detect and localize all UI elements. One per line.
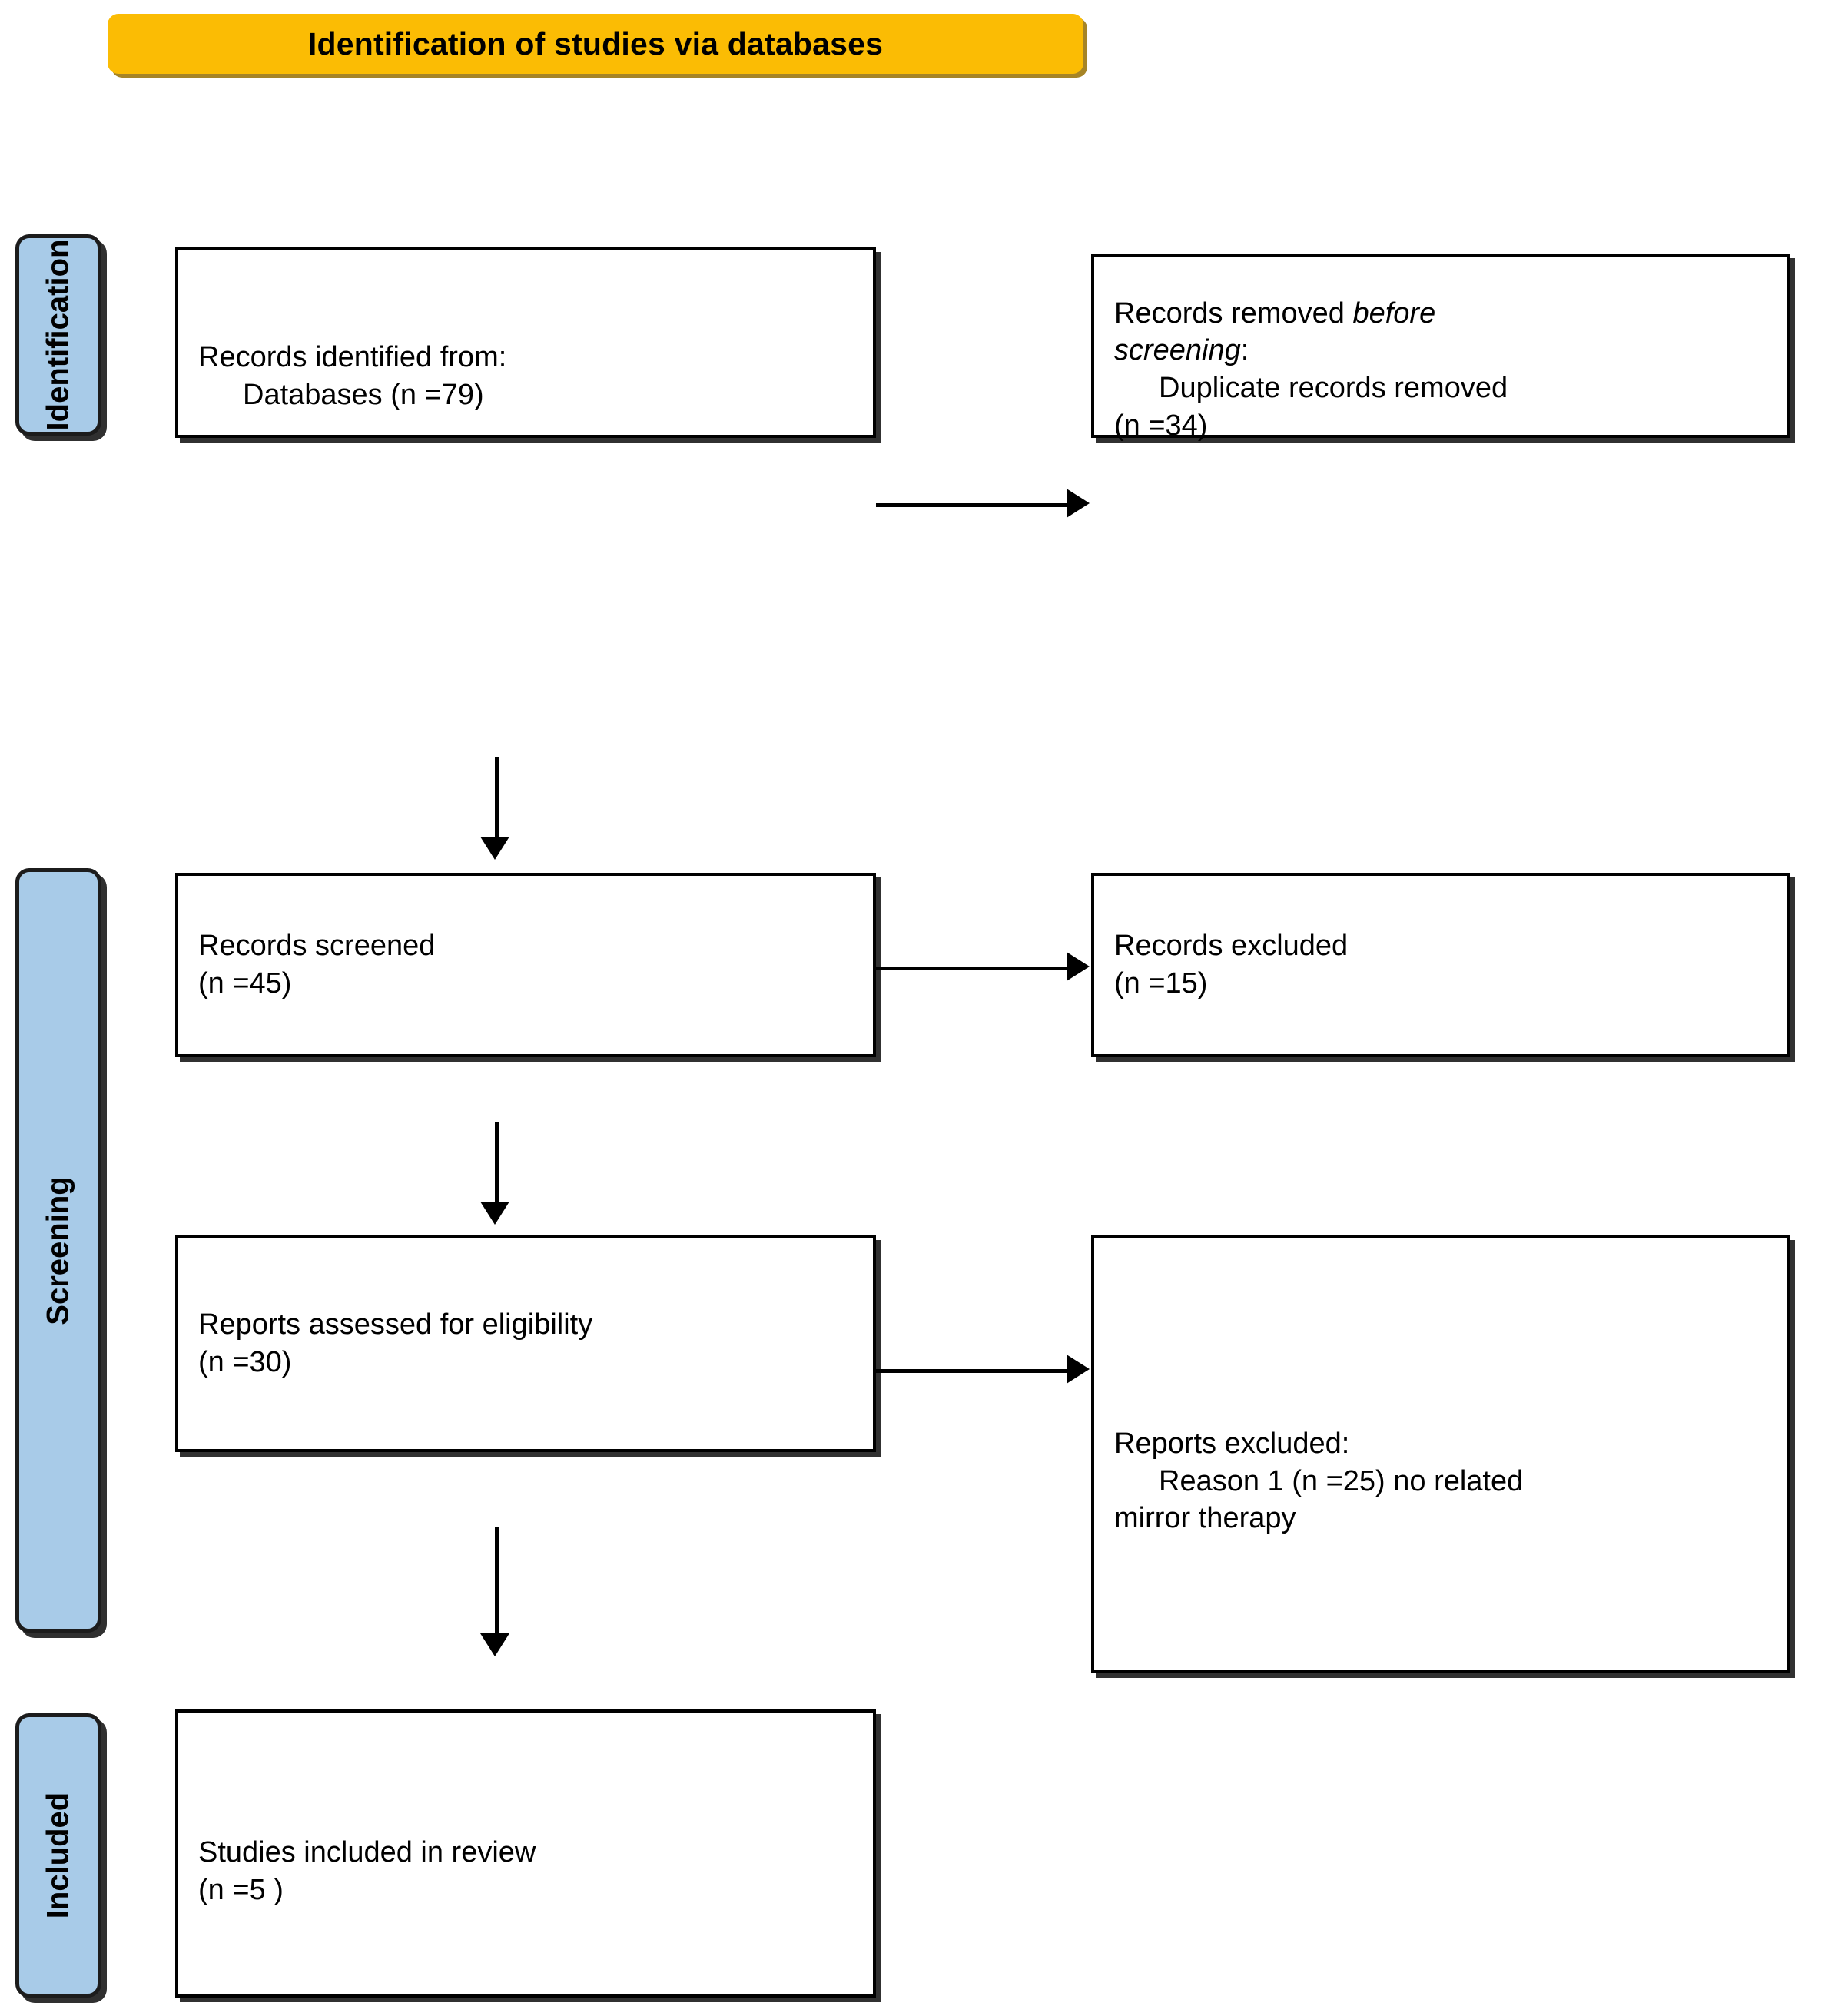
arrow-down-icon — [480, 1633, 509, 1656]
records-screened-line2: (n =45) — [198, 967, 292, 1000]
connector-screened-to-excluded — [876, 967, 1067, 970]
reports-excluded-line2: Reason 1 (n =25) no related — [1159, 1464, 1524, 1497]
records-removed-line2-italic: screening — [1114, 334, 1241, 367]
connector-screened-to-assessed — [495, 1122, 499, 1205]
connector-identified-to-screened — [495, 757, 499, 840]
records-excluded-line1: Records excluded — [1114, 930, 1349, 963]
box-records-removed-text: Records removed before screening: Duplic… — [1094, 295, 1787, 445]
records-excluded-line2: (n =15) — [1114, 967, 1208, 1000]
stage-label-screening: Screening — [15, 868, 101, 1633]
stage-label-included: Included — [15, 1713, 101, 1998]
studies-included-line2: (n =5 ) — [198, 1873, 284, 1906]
reports-assessed-line2: (n =30) — [198, 1346, 292, 1378]
box-records-identified-text: Records identified from: Databases (n =7… — [178, 339, 873, 413]
records-removed-line2-suffix: : — [1240, 334, 1249, 367]
records-removed-line4: (n =34) — [1114, 409, 1208, 442]
box-reports-excluded-text: Reports excluded: Reason 1 (n =25) no re… — [1094, 1425, 1787, 1537]
arrow-right-icon — [1067, 1354, 1090, 1384]
stage-label-included-text: Included — [41, 1792, 75, 1919]
stage-label-screening-text: Screening — [41, 1175, 75, 1325]
box-records-excluded: Records excluded (n =15) — [1091, 873, 1790, 1057]
stage-label-identification-text: Identification — [41, 239, 75, 431]
connector-assessed-to-included — [495, 1527, 499, 1636]
records-identified-line1: Records identified from: — [198, 341, 507, 374]
box-studies-included: Studies included in review (n =5 ) — [175, 1709, 876, 1998]
box-records-screened-text: Records screened (n =45) — [178, 927, 873, 1002]
box-reports-excluded: Reports excluded: Reason 1 (n =25) no re… — [1091, 1235, 1790, 1673]
box-studies-included-text: Studies included in review (n =5 ) — [178, 1834, 873, 1908]
records-removed-line1-italic: before — [1352, 297, 1436, 330]
box-records-screened: Records screened (n =45) — [175, 873, 876, 1057]
records-removed-line3: Duplicate records removed — [1159, 372, 1508, 404]
header-banner: Identification of studies via databases — [108, 14, 1083, 74]
records-removed-line1-prefix: Records removed — [1114, 297, 1353, 330]
box-records-identified: Records identified from: Databases (n =7… — [175, 247, 876, 438]
arrow-down-icon — [480, 1202, 509, 1225]
records-identified-line2: Databases (n =79) — [243, 379, 484, 411]
arrow-right-icon — [1067, 489, 1090, 518]
box-records-removed: Records removed before screening: Duplic… — [1091, 254, 1790, 442]
arrow-right-icon — [1067, 952, 1090, 981]
reports-assessed-line1: Reports assessed for eligibility — [198, 1308, 593, 1341]
box-reports-assessed-text: Reports assessed for eligibility (n =30) — [178, 1306, 873, 1381]
box-reports-assessed: Reports assessed for eligibility (n =30) — [175, 1235, 876, 1452]
records-screened-line1: Records screened — [198, 930, 436, 963]
stage-label-identification: Identification — [15, 234, 101, 436]
studies-included-line1: Studies included in review — [198, 1835, 536, 1868]
connector-assessed-to-reports-excluded — [876, 1369, 1067, 1373]
reports-excluded-line1: Reports excluded: — [1114, 1427, 1350, 1461]
banner-title: Identification of studies via databases — [307, 25, 884, 61]
reports-excluded-line3: mirror therapy — [1114, 1502, 1296, 1535]
arrow-down-icon — [480, 837, 509, 860]
box-records-excluded-text: Records excluded (n =15) — [1094, 927, 1787, 1002]
connector-identified-to-removed — [876, 503, 1067, 507]
